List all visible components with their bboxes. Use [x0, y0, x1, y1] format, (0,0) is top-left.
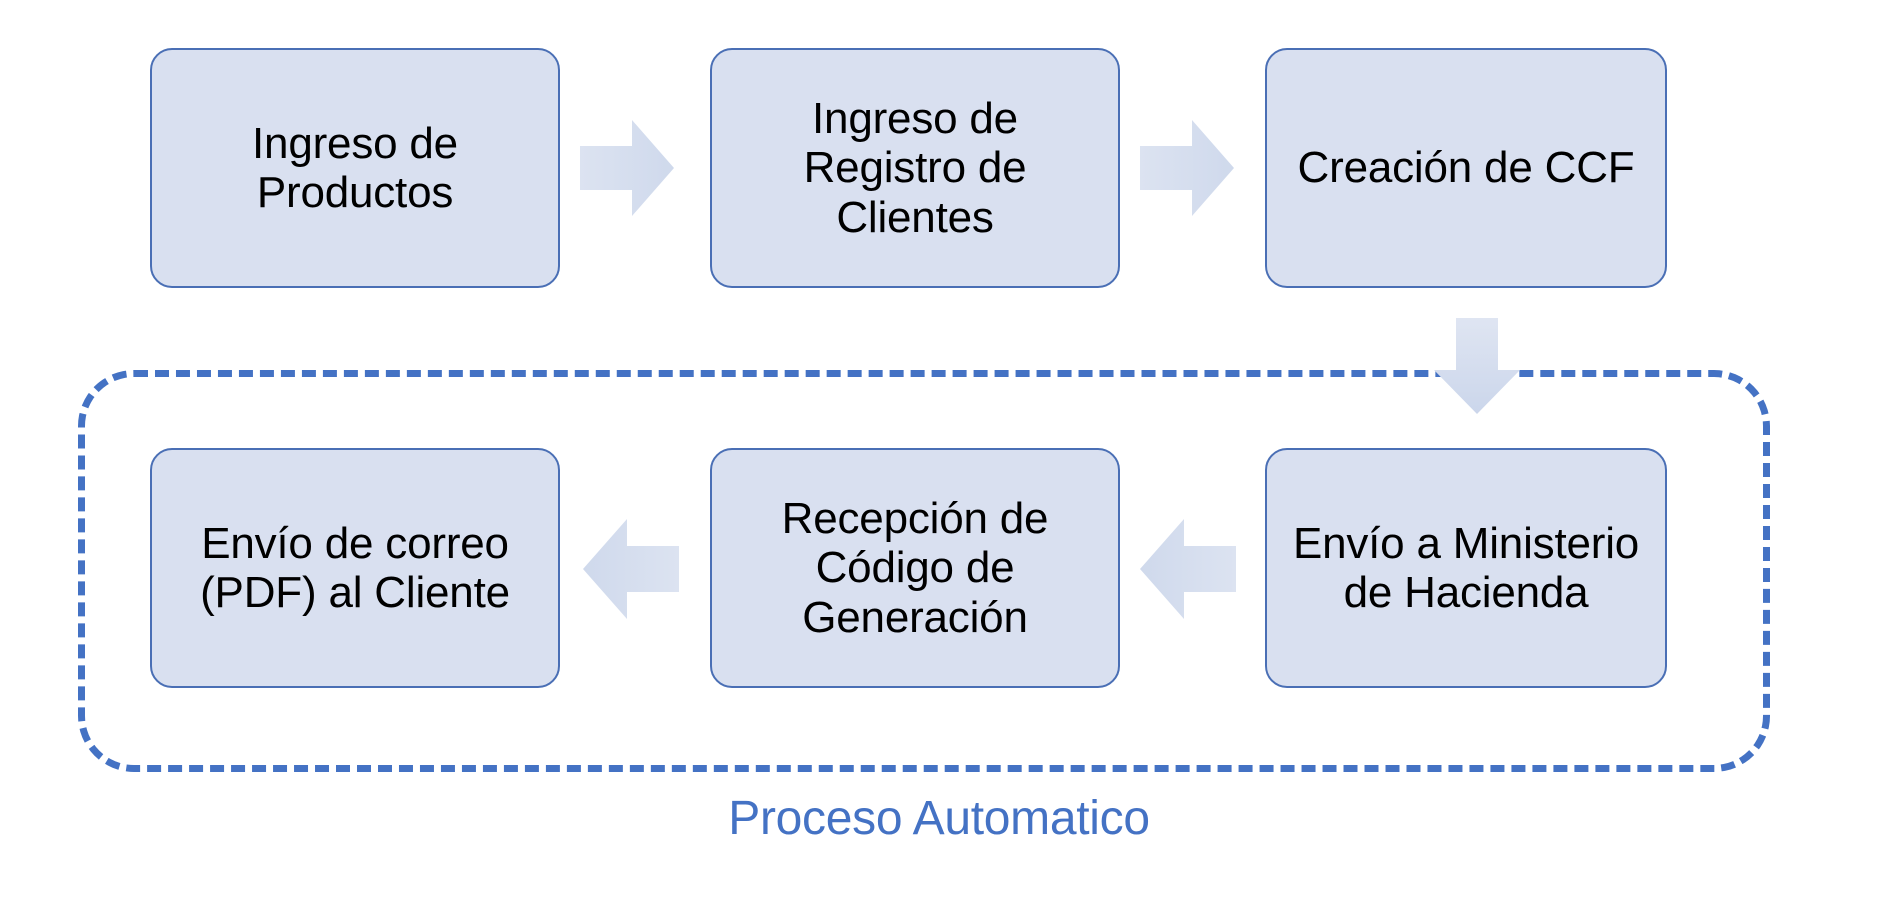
- automatic-process-group: [78, 370, 1770, 772]
- node-label: Recepción de Código de Generación: [781, 494, 1049, 642]
- node-envio-ministerio-hacienda[interactable]: Envío a Ministerio de Hacienda: [1265, 448, 1667, 688]
- arrow-left-hacienda-to-codigo: [1140, 516, 1236, 622]
- arrow-right-clientes-to-ccf: [1140, 118, 1234, 218]
- arrow-left-codigo-to-correo: [583, 516, 679, 622]
- node-recepcion-codigo-generacion[interactable]: Recepción de Código de Generación: [710, 448, 1120, 688]
- node-envio-correo-pdf-cliente[interactable]: Envío de correo (PDF) al Cliente: [150, 448, 560, 688]
- node-ingreso-registro-clientes[interactable]: Ingreso de Registro de Clientes: [710, 48, 1120, 288]
- node-ingreso-de-productos[interactable]: Ingreso de Productos: [150, 48, 560, 288]
- node-label: Envío de correo (PDF) al Cliente: [200, 518, 510, 617]
- group-caption: Proceso Automatico: [728, 792, 1150, 845]
- node-label: Ingreso de Productos: [252, 118, 458, 217]
- node-label: Envío a Ministerio de Hacienda: [1292, 518, 1640, 617]
- arrow-down-ccf-to-hacienda: [1432, 318, 1522, 414]
- node-label: Ingreso de Registro de Clientes: [803, 94, 1027, 242]
- node-label: Creación de CCF: [1297, 143, 1635, 193]
- node-creacion-de-ccf[interactable]: Creación de CCF: [1265, 48, 1667, 288]
- arrow-right-productos-to-clientes: [580, 118, 674, 218]
